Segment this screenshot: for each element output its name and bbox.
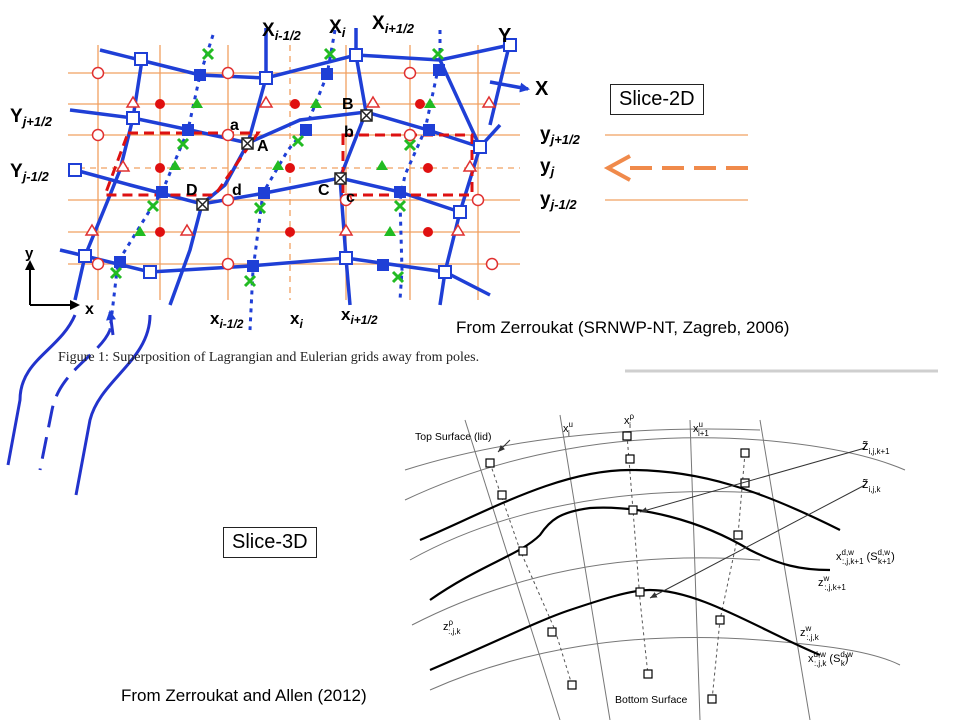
caption-bottom: From Zerroukat and Allen (2012) — [121, 686, 367, 705]
departure-points — [109, 47, 445, 288]
slice-2d-label: Slice-2D — [610, 84, 704, 115]
point-D-label: D — [186, 182, 198, 199]
slice2d-reference-lines — [605, 134, 748, 201]
axis-Y-label: Y — [498, 25, 512, 47]
intersection-markers — [196, 109, 373, 211]
point-A-label: A — [257, 138, 269, 155]
label-y-j-minus-half: yj-1/2 — [540, 189, 577, 212]
point-C-label: C — [318, 182, 330, 199]
label-zrho-k: zρ:,j,k — [443, 618, 462, 636]
point-b-label: b — [344, 124, 354, 141]
label-x-i-minus-half: xi-1/2 — [210, 309, 244, 331]
eulerian-centers — [155, 99, 433, 237]
surfaces-3d — [419, 468, 841, 672]
label-X-i-minus-half: Xi-1/2 — [262, 20, 301, 43]
flow-curves — [6, 310, 152, 496]
label-z-tilde-k: z̃i,j,k — [862, 476, 882, 494]
point-d-label: d — [232, 182, 242, 199]
label-X-i-plus-half: Xi+1/2 — [372, 13, 415, 36]
point-B-label: B — [342, 96, 354, 113]
point-a-label: a — [230, 117, 239, 134]
label-x-i: xi — [290, 309, 303, 331]
label-zw-k-plus-1: zw:,j,k+1 — [818, 574, 846, 592]
callout-arrows-3d — [497, 439, 866, 599]
orange-dashed-arrow — [603, 154, 748, 182]
top-surface-label: Top Surface (lid) — [415, 431, 491, 443]
label-y-j: yj — [540, 156, 555, 179]
departure-cell-polygon — [102, 131, 261, 197]
axis-X-label: X — [535, 78, 549, 100]
small-axes — [25, 260, 80, 310]
departure-edge-markers — [134, 98, 436, 236]
figure-1-caption: Figure 1: Superposition of Lagrangian an… — [58, 350, 480, 365]
surface-nodes-3d — [485, 431, 750, 704]
label-z-tilde-k-plus-1: z̃i,j,k+1 — [862, 438, 890, 456]
vertical-grid-3d — [404, 414, 906, 720]
eulerian-nodes — [91, 66, 499, 271]
lagrangian-edge-points — [114, 64, 445, 272]
dashed-grid-3d — [489, 434, 746, 701]
small-axis-y-label: y — [25, 245, 34, 262]
label-X-i: Xi — [329, 17, 346, 40]
label-y-j-plus-half: yj+1/2 — [540, 124, 581, 147]
label-x-i-plus-half: xi+1/2 — [341, 305, 378, 327]
lagrangian-row-line — [69, 108, 502, 150]
eulerian-edge-markers — [84, 95, 497, 236]
lagrangian-vertices — [68, 38, 517, 279]
small-axis-x-label: x — [85, 301, 94, 318]
x-axis-arrow — [489, 80, 530, 93]
caption-top: From Zerroukat (SRNWP-NT, Zagreb, 2006) — [456, 318, 790, 337]
label-Y-j-minus-half: Yj-1/2 — [10, 161, 49, 184]
label-zw-k: zw:,j,k — [800, 624, 820, 642]
lagrangian-col-line — [73, 59, 144, 301]
point-c-label: c — [346, 189, 355, 206]
slice-3d-label: Slice-3D — [223, 527, 317, 558]
label-Y-j-plus-half: Yj+1/2 — [10, 106, 53, 129]
bottom-surface-label: Bottom Surface — [615, 694, 688, 706]
